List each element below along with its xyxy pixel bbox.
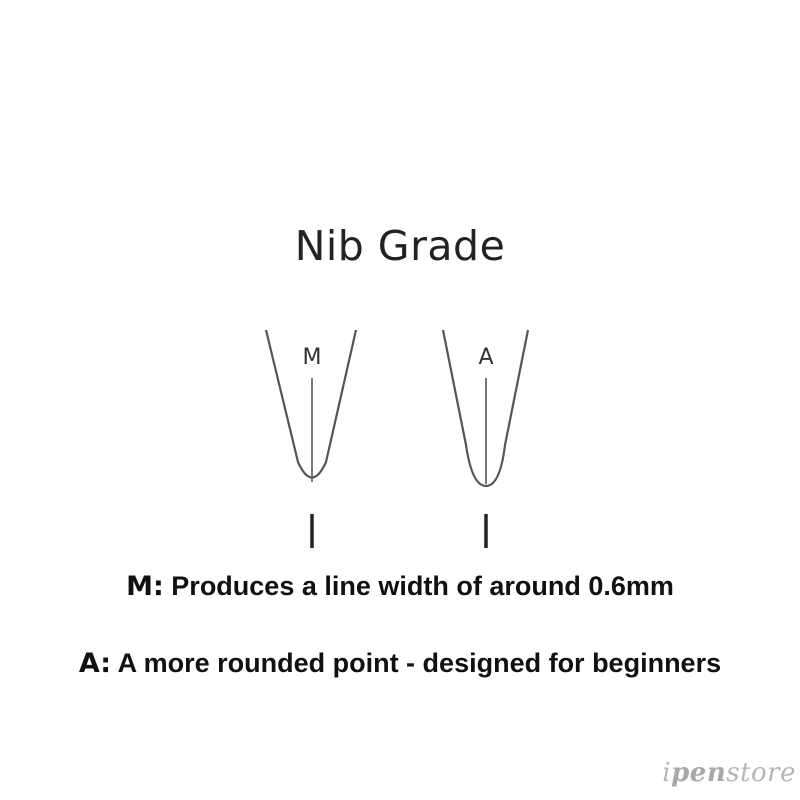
description-a: A: A more rounded point - designed for b…	[0, 648, 800, 679]
nib-a: A	[441, 329, 530, 548]
description-a-grade: A:	[78, 648, 112, 679]
diagram-title: Nib Grade	[294, 222, 506, 270]
description-m-grade: M:	[126, 571, 164, 602]
description-a-text: A more rounded point - designed for begi…	[117, 648, 722, 678]
nib-a-outline	[441, 329, 530, 488]
nib-m-letter: M	[303, 345, 322, 370]
watermark-suffix: store	[726, 758, 796, 788]
description-m: M: Produces a line width of around 0.6mm	[0, 571, 800, 602]
nib-m: M	[264, 329, 358, 548]
watermark-middle: pen	[671, 758, 727, 788]
watermark-prefix: i	[662, 758, 672, 788]
nib-a-letter: A	[478, 345, 493, 370]
description-m-text: Produces a line width of around 0.6mm	[171, 571, 674, 601]
watermark-logo: ipenstore	[662, 758, 796, 788]
